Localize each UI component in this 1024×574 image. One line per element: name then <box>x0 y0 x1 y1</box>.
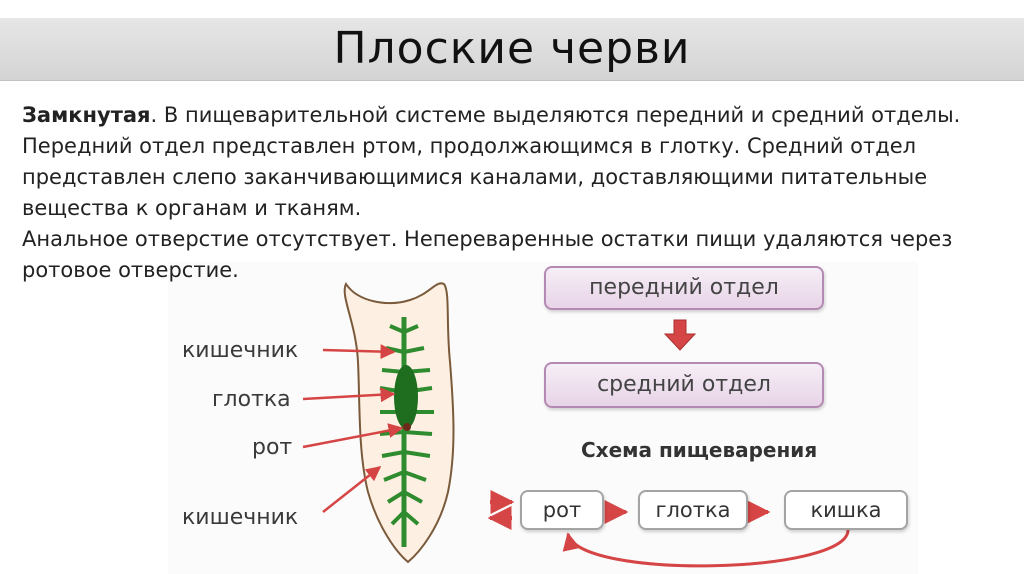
flow-box-front-section: передний отдел <box>544 266 824 310</box>
arrow-intestine-top <box>322 344 396 360</box>
description-part-1: . В пищеварительной системе выделяются п… <box>22 103 961 220</box>
scheme-box-gut: кишка <box>784 490 908 530</box>
intestine-branches-right <box>402 324 434 526</box>
down-arrow <box>663 319 697 351</box>
slide-title: Плоские черви <box>333 23 691 74</box>
scheme-box-gut-label: кишка <box>810 498 882 522</box>
mouth-point <box>403 423 411 431</box>
scheme-title: Схема пищеварения <box>581 438 818 462</box>
label-intestine-top: кишечник <box>182 338 299 363</box>
worm-illustration <box>302 282 850 568</box>
arrow-pharynx <box>302 387 396 403</box>
arrow-intestine-bottom <box>322 466 382 513</box>
flow-box-middle-section: средний отдел <box>544 362 824 408</box>
pharynx-shape <box>394 365 418 429</box>
label-mouth: рот <box>252 435 293 460</box>
digestion-figure: кишечник глотка рот кишечник передний от… <box>168 262 918 574</box>
scheme-box-pharynx-label: глотка <box>655 498 731 522</box>
scheme-box-mouth: рот <box>520 490 604 530</box>
description-text: Замкнутая. В пищеварительной системе выд… <box>22 100 1012 286</box>
label-intestine-bottom: кишечник <box>182 505 299 530</box>
lead-term: Замкнутая <box>22 103 151 127</box>
flow-box-front-label: передний отдел <box>589 275 779 300</box>
flow-box-middle-label: средний отдел <box>597 372 771 397</box>
scheme-box-pharynx: глотка <box>638 490 748 530</box>
scheme-return-loop <box>562 529 850 568</box>
title-bar: Плоские черви <box>0 18 1024 81</box>
label-pharynx: глотка <box>212 387 291 412</box>
scheme-box-mouth-label: рот <box>542 498 582 522</box>
arrow-mouth <box>302 423 404 449</box>
description-part-2: Анальное отверстие отсутствует. Неперева… <box>22 227 953 282</box>
